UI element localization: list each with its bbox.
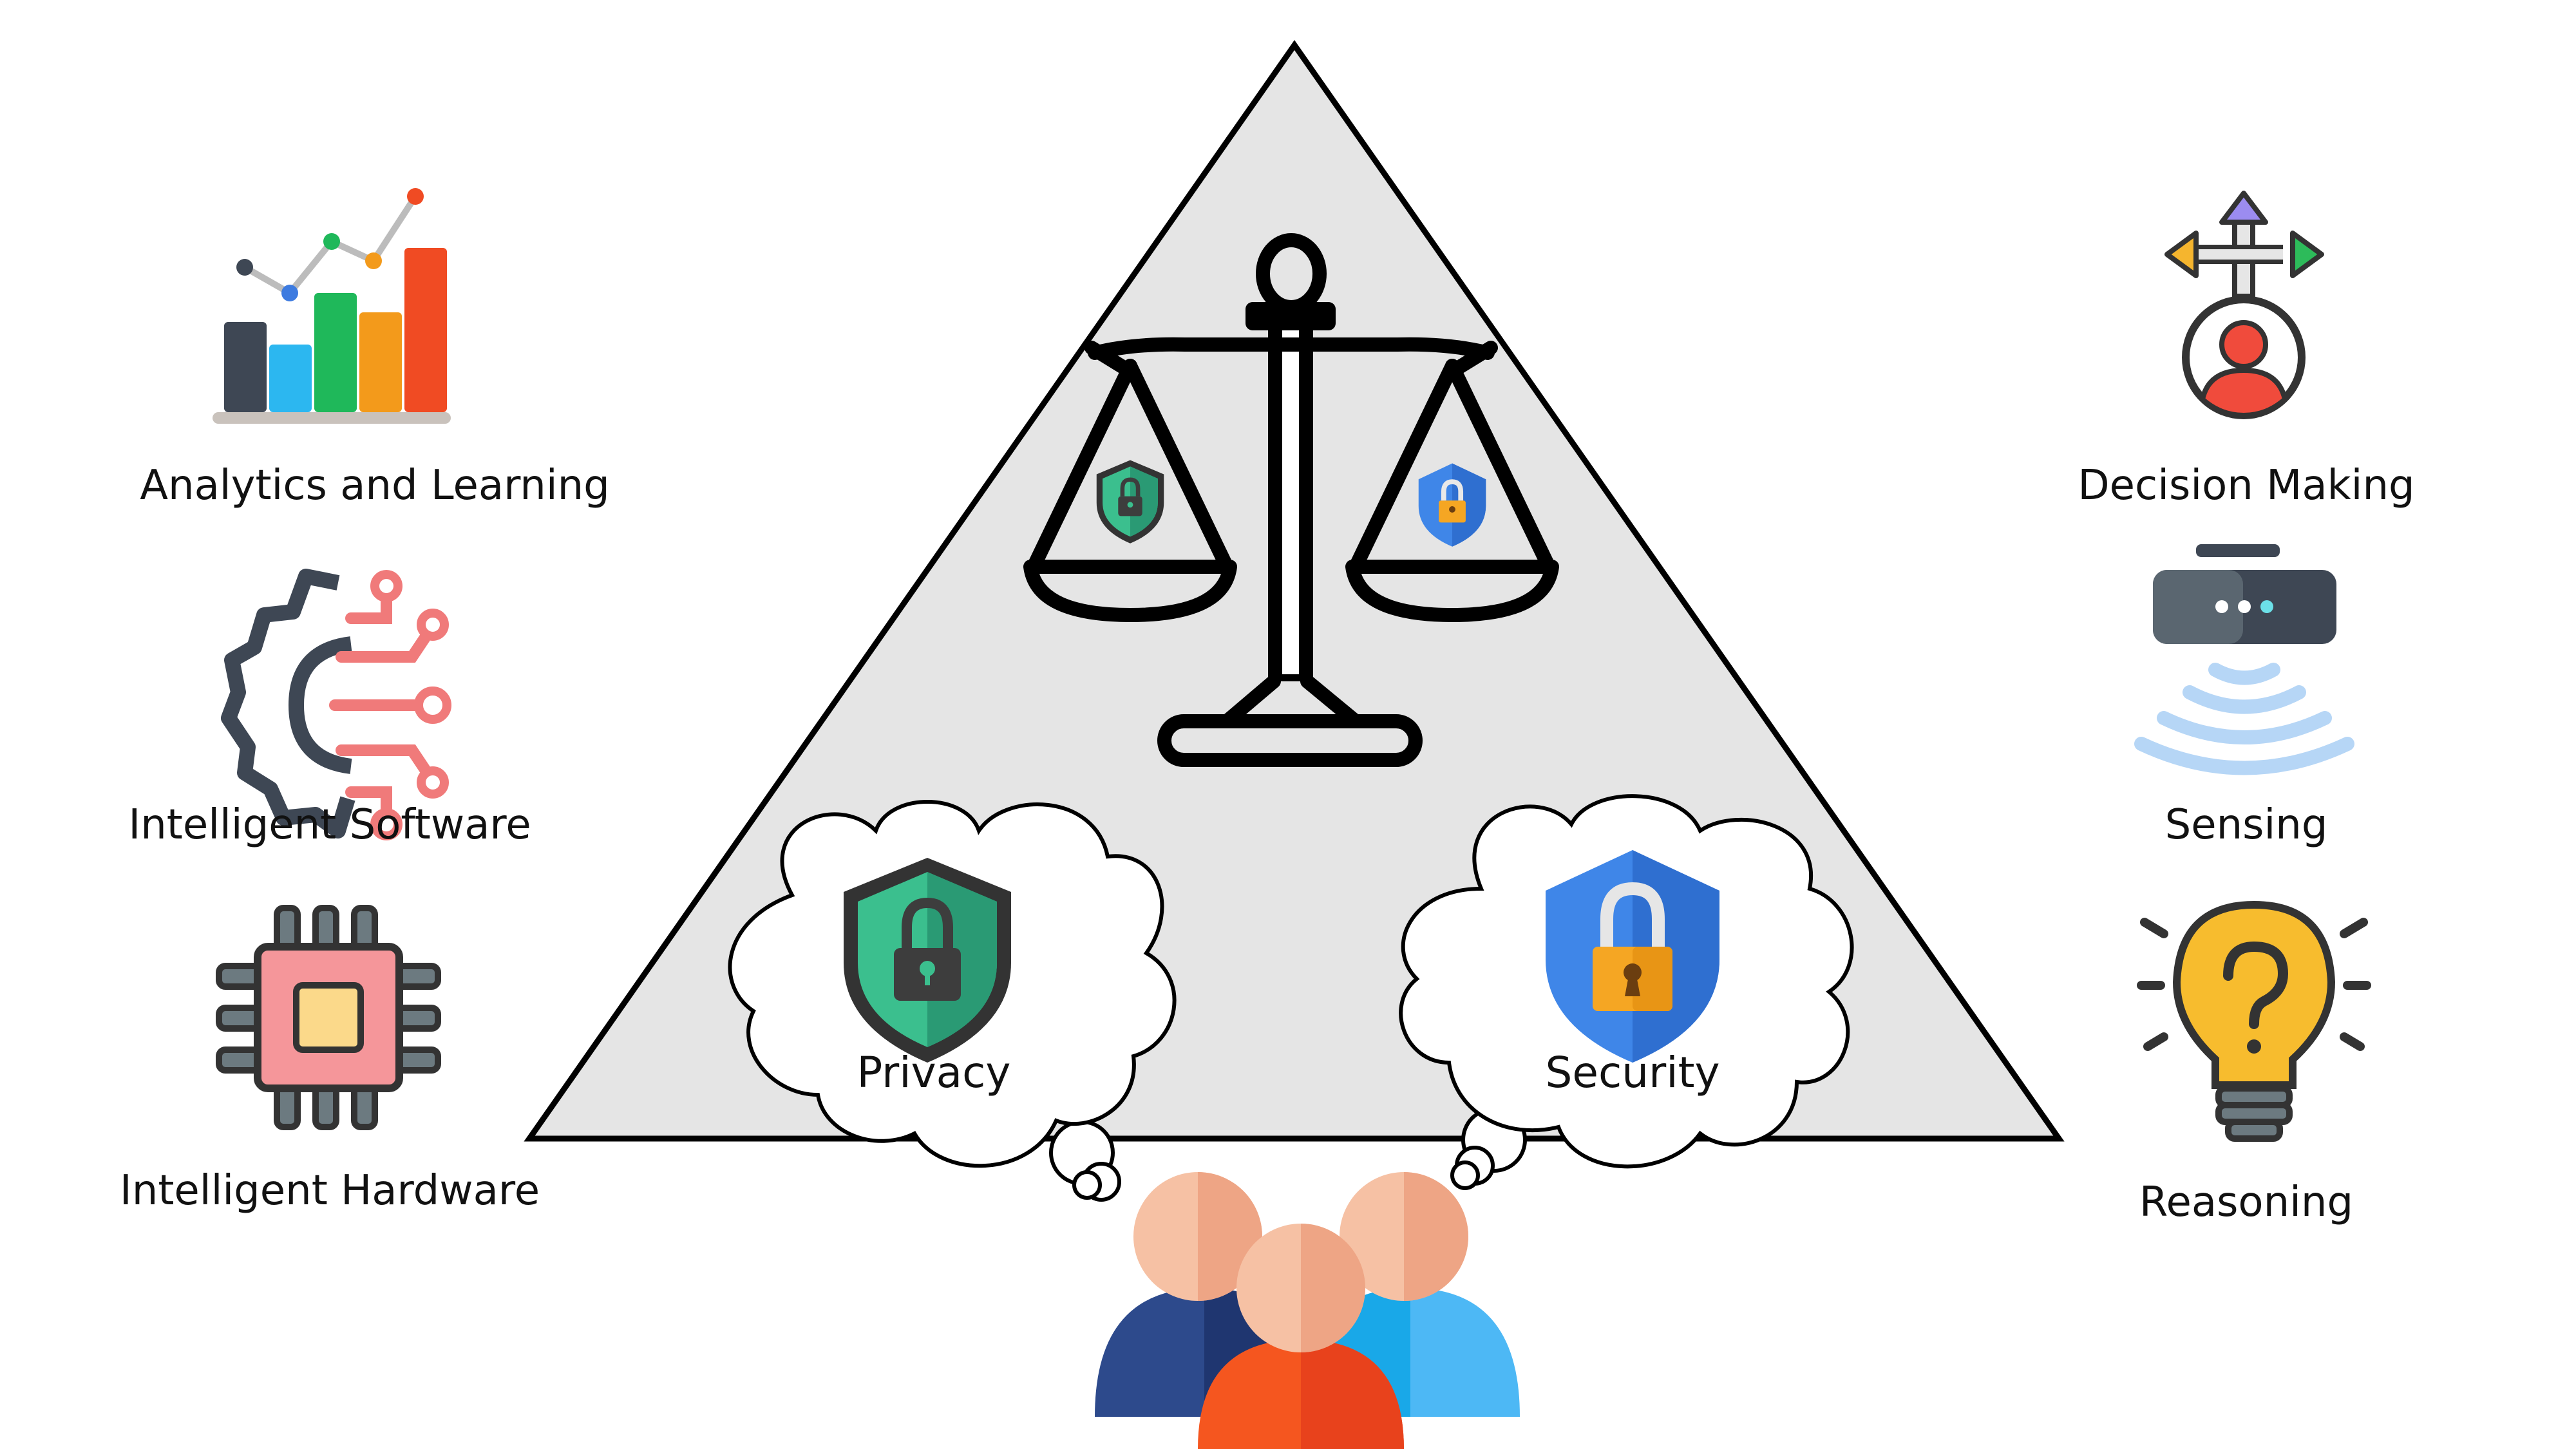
reasoning-label: Reasoning: [2139, 1179, 2353, 1226]
lightbulb-question-icon: [2137, 900, 2371, 1142]
balance-scale-icon: [1023, 233, 1559, 767]
microchip-icon: [216, 905, 441, 1130]
security-lock-icon: [1546, 850, 1719, 1063]
security-lock-icon: [1418, 463, 1486, 547]
bar-chart-icon: [213, 188, 451, 424]
wifi-sensor-icon: [2134, 544, 2354, 775]
software-label: Intelligent Software: [128, 801, 531, 849]
decision-making-label: Decision Making: [2078, 462, 2414, 509]
sensing-label: Sensing: [2165, 801, 2328, 849]
hardware-label: Intelligent Hardware: [120, 1167, 540, 1215]
privacy-shield-icon: [844, 858, 1011, 1063]
gear-circuit-icon: [221, 569, 451, 840]
security-label: Security: [1545, 1048, 1719, 1097]
privacy-shield-icon: [1096, 460, 1164, 544]
privacy-label: Privacy: [857, 1048, 1011, 1097]
decision-arrows-icon: [2164, 191, 2324, 419]
analytics-label: Analytics and Learning: [140, 462, 610, 509]
people-group-icon: [1095, 1172, 1520, 1449]
